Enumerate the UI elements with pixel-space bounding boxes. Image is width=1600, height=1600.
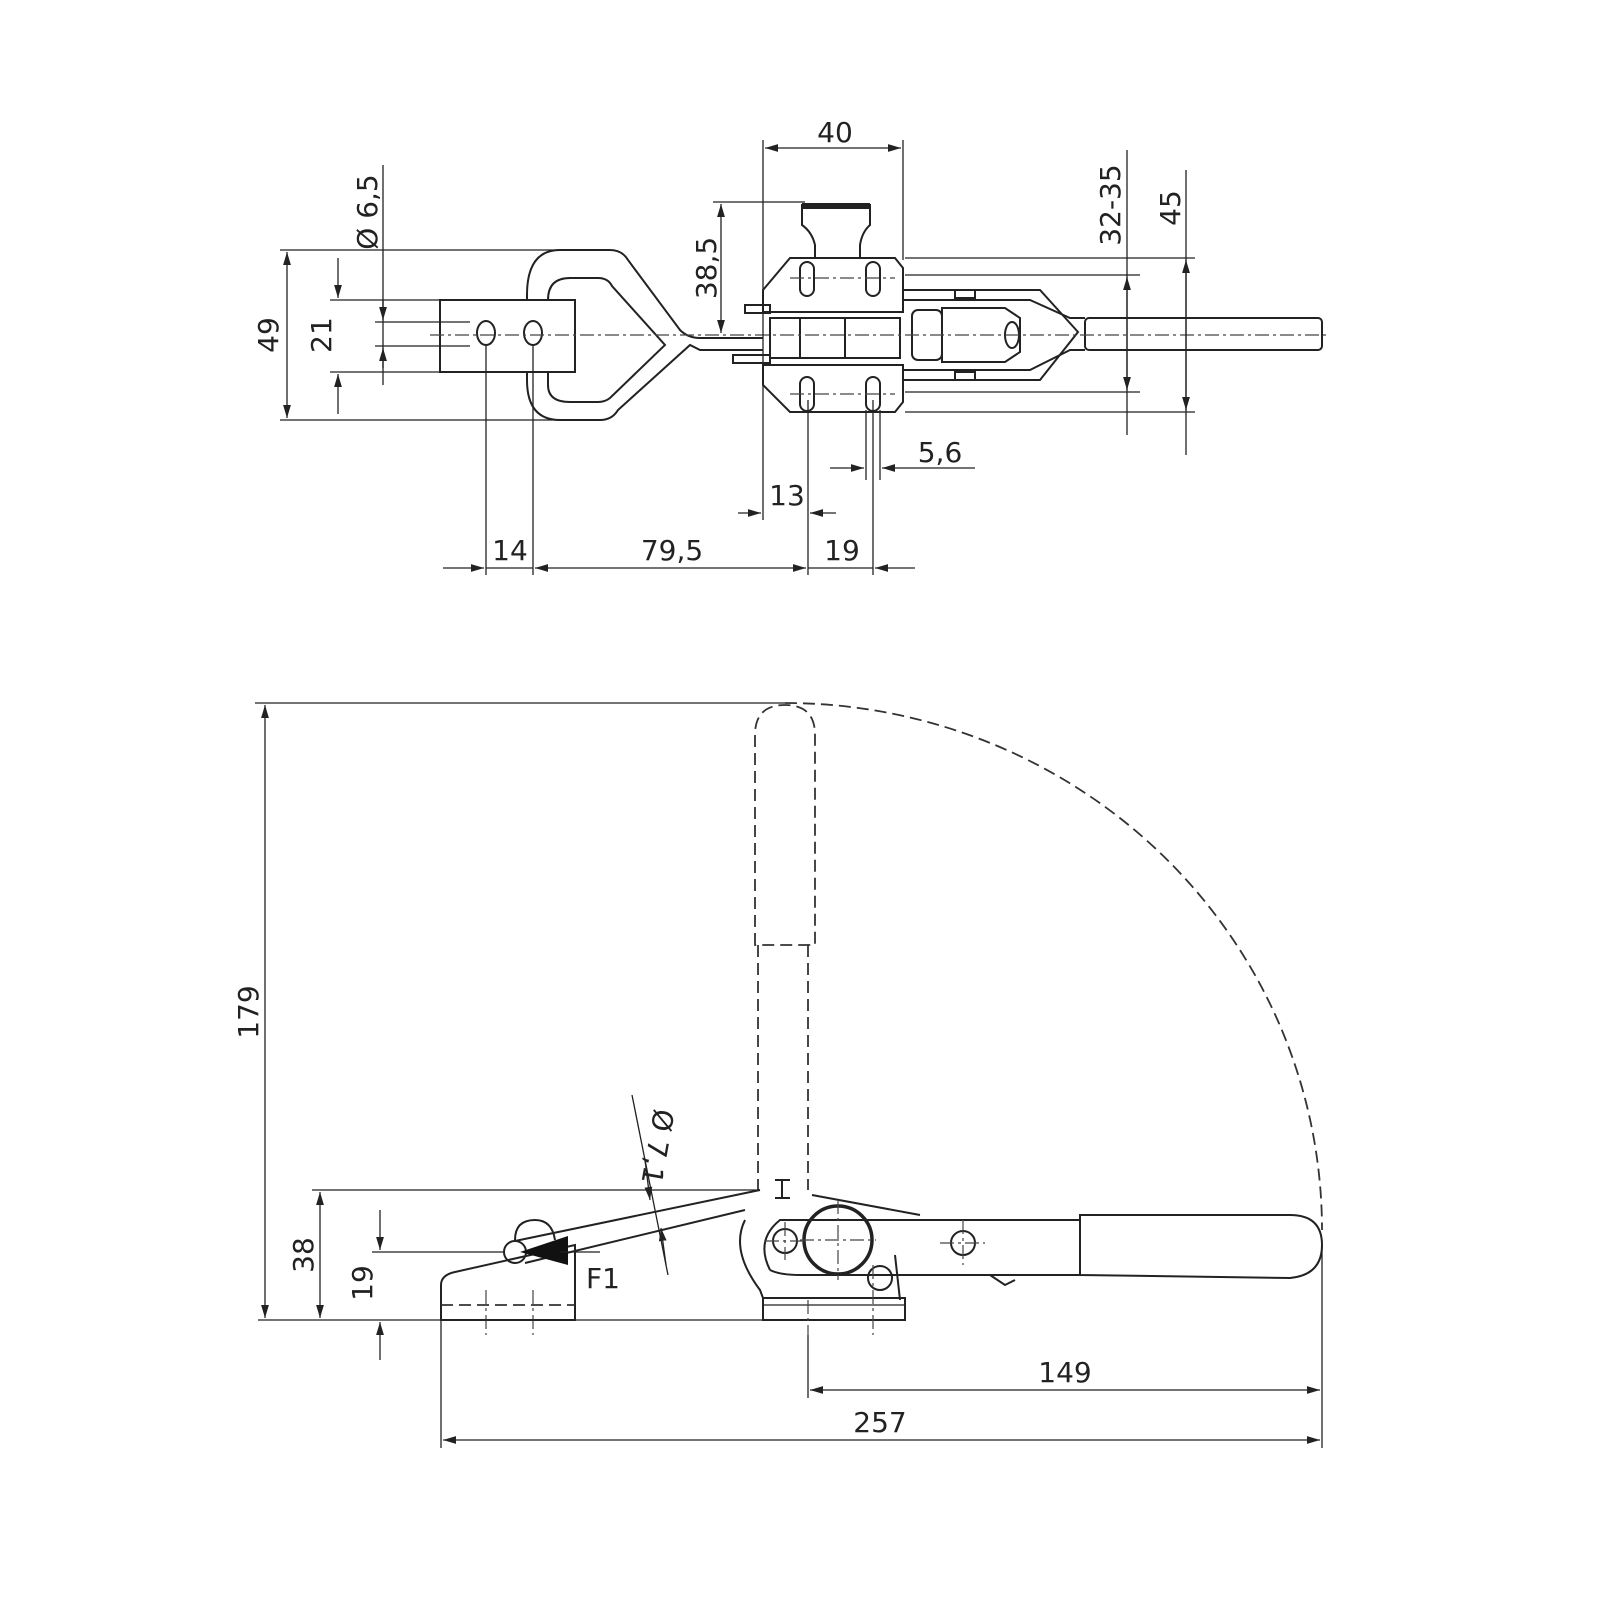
dim-plate-to-base: 79,5	[641, 534, 703, 567]
base-slot	[799, 261, 815, 297]
plate-hole-2	[523, 320, 543, 346]
dim-overall-width: 49	[252, 317, 285, 353]
dim-rod-diameter: Ø 7,1	[635, 1107, 681, 1187]
base-slot	[865, 261, 881, 297]
dim-overall-length: 257	[853, 1406, 906, 1439]
dim-base-width: 40	[817, 116, 853, 149]
dim-knob-height: 38,5	[690, 237, 723, 299]
dim-hook-height: 19	[346, 1265, 379, 1301]
open-handle-grip	[754, 704, 816, 946]
swing-arc	[784, 702, 1323, 1231]
base-upper	[762, 257, 904, 313]
plate-hole-1	[476, 320, 496, 346]
latch-plate	[439, 299, 576, 373]
dim-closed-height: 38	[287, 1237, 320, 1273]
knob	[801, 204, 871, 259]
force-arrow	[520, 1236, 568, 1265]
handle-grip	[1079, 1214, 1324, 1280]
dim-handle-reach: 149	[1038, 1356, 1091, 1389]
clamp-base	[762, 1297, 906, 1321]
base-lower	[762, 364, 904, 413]
dim-base-hole-pitch: 19	[824, 534, 860, 567]
handle-rod	[1084, 317, 1323, 351]
dim-base-length: 45	[1154, 190, 1187, 226]
dim-adjust-range: 32-35	[1094, 164, 1127, 245]
dim-open-height: 179	[232, 985, 265, 1038]
side-view: 179 38 19 149 257 Ø 7,1 F1	[232, 702, 1324, 1448]
top-view: 49 21 Ø 6,5 40 38,5 32-35 45 5,6 13 14 7…	[252, 116, 1330, 575]
dim-plate-width: 21	[305, 317, 338, 353]
dim-plate-hole-pitch: 14	[492, 534, 528, 567]
dim-base-offset: 13	[769, 479, 805, 512]
force-label: F1	[586, 1262, 620, 1295]
dim-hole-diameter: Ø 6,5	[351, 174, 384, 249]
dim-slot-width: 5,6	[918, 436, 963, 469]
